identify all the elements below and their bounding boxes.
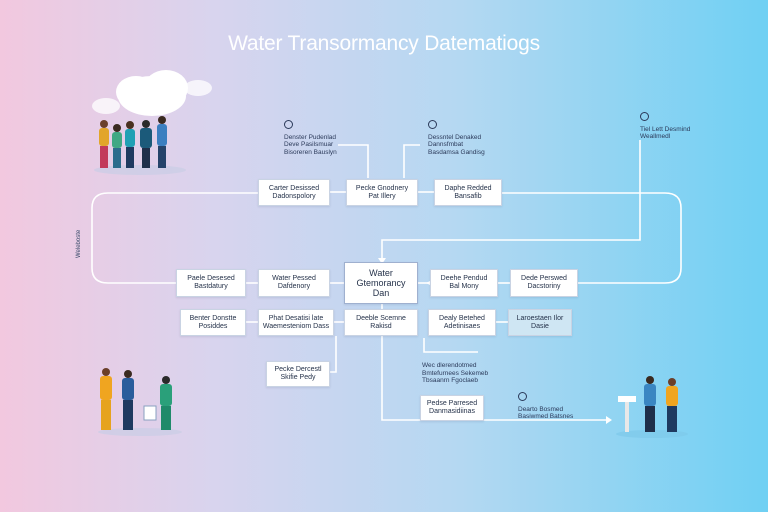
people-group-illustration (94, 116, 186, 175)
loop-connector-right (502, 192, 682, 284)
center-node-line1: Water Gtemorancy (356, 268, 406, 288)
node-mid-right-1-line2: Bal Mony (449, 283, 479, 290)
low-link-5 (330, 336, 337, 373)
node-low-3-line1: Deeble Scemne (356, 314, 406, 322)
arrow-head-bottom (606, 416, 612, 424)
center-node-line2: Dan (372, 288, 390, 298)
note-1: Denster Pudenlad Deve Pasilsmuar Bisorer… (284, 120, 337, 156)
node-top-2-line2: Pat Illery (368, 192, 396, 200)
note-4: Wec dlerendotmed Bmtefurnees Sekemeb Tbs… (422, 362, 488, 385)
node-bottom-1[interactable]: Pecke Dercestl Skifie Pedy (266, 361, 330, 387)
node-low-4-line1: Dealy Betehed (439, 314, 485, 322)
node-bottom-2-line2: Danmasidiinas (429, 408, 475, 415)
note-2: Dessntel Denaked Dannsfmbat Basdamsa Gan… (428, 120, 485, 156)
info-icon (284, 120, 293, 129)
node-mid-left-2-line2: Dafdenory (277, 283, 311, 290)
node-low-4[interactable]: Dealy Betehed Adetinisaes (428, 309, 496, 336)
right-feed (381, 140, 641, 262)
note-5-line2: Basiwmed Batsnes (518, 413, 574, 420)
node-low-1[interactable]: Benter Donstte Posiddes (180, 309, 246, 336)
node-low-1-line1: Benter Donstte (189, 314, 237, 322)
node-bottom-1-line2: Skifie Pedy (280, 374, 316, 381)
node-low-3[interactable]: Deeble Scemne Rakisd (344, 309, 418, 336)
node-top-1[interactable]: Carter Desissed Dadonspolory (258, 179, 330, 206)
node-top-1-line1: Carter Desissed (268, 184, 320, 192)
loop-connector-left (91, 192, 258, 284)
node-low-1-line2: Posiddes (198, 322, 228, 330)
node-mid-right-2-line1: Dede Perswed (521, 275, 567, 282)
node-top-2[interactable]: Pecke Gnodnery Pat Illery (346, 179, 418, 206)
info-icon (518, 392, 527, 401)
note-2-line3: Basdamsa Gandisg (428, 148, 485, 156)
node-low-5[interactable]: Laroestaen Ilor Dasie (508, 309, 572, 336)
note-2-line2: Dannsfmbat (428, 141, 464, 148)
note-1-line2: Deve Pasilsmuar (284, 141, 334, 148)
info-icon (428, 120, 437, 129)
arrow-head-center (378, 258, 386, 264)
note-5: Dearto Bosmed Basiwmed Batsnes (518, 392, 573, 421)
center-node[interactable]: Water Gtemorancy Dan (344, 262, 418, 304)
note-3-line1: Tiel Lett Desmind (640, 125, 691, 133)
workers-illustration (98, 368, 182, 436)
node-mid-right-1-line1: Deehe Pendud (440, 275, 488, 282)
node-mid-left-1-line2: Bastdatury (194, 283, 228, 290)
node-low-5-line1: Laroestaen Ilor (516, 314, 564, 322)
node-top-1-line2: Dadonspolory (272, 192, 316, 200)
note-1-line3: Bisoreren Bauslyn (284, 148, 337, 156)
node-low-2-line2: Waemesteniom Dass (262, 322, 330, 330)
side-label: Weleboste (76, 229, 82, 258)
note-5-line1: Dearto Bosmed (518, 405, 564, 413)
node-top-3[interactable]: Daphe Redded Bansafib (434, 179, 502, 206)
cloud-illustration (92, 70, 212, 116)
note-link-2 (403, 144, 420, 178)
node-mid-right-1[interactable]: Deehe Pendud Bal Mony (430, 269, 498, 297)
node-mid-right-2-line2: Dacstoriny (527, 283, 561, 290)
node-low-3-line2: Rakisd (370, 322, 392, 330)
note-3-line2: Weallmedl (640, 133, 671, 140)
node-top-2-line1: Pecke Gnodnery (355, 184, 409, 192)
node-top-3-line2: Bansafib (454, 192, 482, 200)
presenters-illustration (616, 376, 688, 438)
center-down (381, 304, 608, 421)
info-icon (640, 112, 649, 121)
node-bottom-2[interactable]: Pedse Parresed Danmasidiinas (420, 395, 484, 421)
node-bottom-1-line1: Pecke Dercestl (274, 366, 322, 373)
note-1-line1: Denster Pudenlad (284, 133, 337, 141)
node-mid-left-1[interactable]: Paele Desesed Bastdatury (176, 269, 246, 297)
node-mid-left-2[interactable]: Water Pessed Dafdenory (258, 269, 330, 297)
node-mid-left-2-line1: Water Pessed (272, 275, 316, 282)
node-low-2-line1: Phat Desatisi late (268, 314, 324, 322)
note-link-1 (338, 144, 369, 178)
note-3: Tiel Lett Desmind Weallmedl (640, 112, 690, 141)
low-link-4 (423, 338, 478, 353)
note-4-line1: Wec dlerendotmed (422, 362, 477, 369)
node-low-5-line2: Dasie (531, 322, 549, 330)
node-low-2[interactable]: Phat Desatisi late Waemesteniom Dass (258, 309, 334, 336)
node-mid-left-1-line1: Paele Desesed (187, 275, 235, 282)
diagram-title: Water Transormancy Datematiogs (228, 32, 540, 55)
note-2-line1: Dessntel Denaked (428, 133, 482, 141)
note-4-line2: Bmtefurnees Sekemeb (422, 369, 489, 377)
node-bottom-2-line1: Pedse Parresed (426, 400, 478, 407)
note-4-line3: Tbsaanrn Fgoclaeb (422, 377, 479, 384)
node-low-4-line2: Adetinisaes (443, 322, 481, 330)
node-mid-right-2[interactable]: Dede Perswed Dacstoriny (510, 269, 578, 297)
node-top-3-line1: Daphe Redded (444, 184, 492, 192)
